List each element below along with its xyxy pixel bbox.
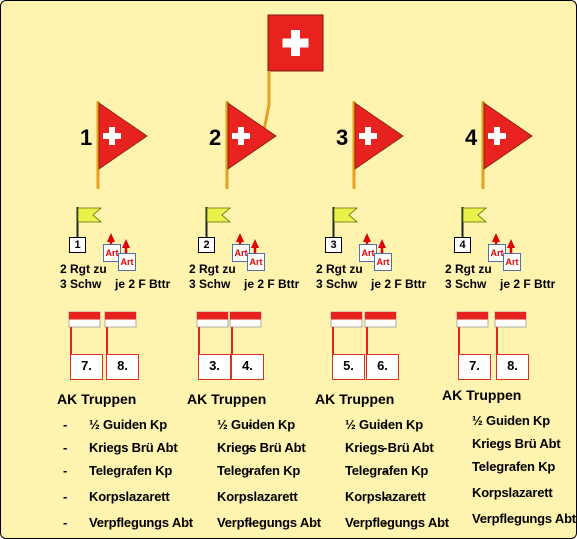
ak-troops-item: Kriegs Brü Abt bbox=[89, 440, 178, 455]
regiments-label: 2 Rgt zu bbox=[189, 262, 236, 276]
ak-troops-title: AK Truppen bbox=[442, 387, 522, 403]
ak-troops-item: ½ Guiden Kp bbox=[345, 417, 423, 432]
division-flag-icon bbox=[494, 311, 527, 354]
regiment-flag-icon bbox=[332, 207, 359, 237]
corps-pennant-icon bbox=[352, 101, 404, 189]
division-box: 7. bbox=[458, 354, 491, 380]
artillery-box: Art bbox=[503, 253, 521, 271]
division-flag-icon bbox=[456, 311, 489, 354]
ak-troops-item: ½ Guiden Kp bbox=[472, 413, 550, 428]
division-flag-icon bbox=[364, 311, 397, 354]
ak-troops-bullet: - bbox=[248, 440, 253, 455]
regiment-number-box: 4 bbox=[454, 237, 471, 253]
ak-troops-bullet: - bbox=[383, 463, 388, 478]
ak-troops-item: Korpslazarett bbox=[472, 485, 553, 500]
ak-troops-item: Telegrafen Kp bbox=[472, 459, 556, 474]
ak-troops-bullet: - bbox=[63, 515, 68, 530]
ak-troops-bullet: - bbox=[63, 463, 68, 478]
ak-troops-item: Kriegs Brü Abt bbox=[345, 440, 434, 455]
ak-troops-item: Kriegs Brü Abt bbox=[217, 440, 306, 455]
batteries-label: je 2 F Bttr bbox=[371, 277, 427, 291]
regiments-label: 2 Rgt zu bbox=[316, 262, 363, 276]
regiment-flag-icon bbox=[461, 207, 488, 237]
ak-troops-bullet: - bbox=[248, 463, 253, 478]
division-flag-icon bbox=[104, 311, 137, 354]
batteries-label: je 2 F Bttr bbox=[115, 277, 171, 291]
batteries-label: je 2 F Bttr bbox=[244, 277, 300, 291]
ak-troops-bullet: - bbox=[248, 515, 253, 530]
artillery-box: Art bbox=[247, 253, 265, 271]
ak-troops-bullet: - bbox=[248, 489, 253, 504]
ak-troops-item: Verpflegungs Abt bbox=[345, 515, 449, 530]
swiss-flag-icon bbox=[259, 14, 324, 146]
division-flag-icon bbox=[330, 311, 363, 354]
artillery-box: Art bbox=[374, 253, 392, 271]
ak-troops-item: Verpflegungs Abt bbox=[472, 511, 576, 526]
squadrons-label: 3 Schw bbox=[316, 277, 358, 291]
corps-pennant-icon bbox=[96, 101, 148, 189]
regiment-number-box: 2 bbox=[198, 237, 215, 253]
ak-troops-item: Verpflegungs Abt bbox=[89, 515, 193, 530]
division-flag-icon bbox=[229, 311, 262, 354]
division-box: 4. bbox=[231, 354, 264, 380]
ak-troops-item: Telegrafen Kp bbox=[345, 463, 429, 478]
ak-troops-item: ½ Guiden Kp bbox=[89, 417, 167, 432]
corps-number: 3 bbox=[336, 125, 349, 150]
ak-troops-bullet: - bbox=[63, 417, 68, 432]
corps-number: 4 bbox=[465, 125, 478, 150]
ak-troops-title: AK Truppen bbox=[315, 391, 395, 407]
ak-troops-bullet: - bbox=[248, 417, 253, 432]
corps-number: 1 bbox=[80, 125, 93, 150]
ak-troops-item: Korpslazarett bbox=[89, 489, 170, 504]
corps-number: 2 bbox=[209, 125, 222, 150]
ak-troops-item: Verpflegungs Abt bbox=[217, 515, 321, 530]
ak-troops-bullet: - bbox=[383, 440, 388, 455]
division-flag-icon bbox=[68, 311, 101, 354]
ak-troops-bullet: - bbox=[383, 489, 388, 504]
ak-troops-bullet: - bbox=[63, 440, 68, 455]
division-box: 3. bbox=[198, 354, 231, 380]
regiment-number-box: 1 bbox=[69, 237, 86, 253]
ak-troops-bullet: - bbox=[383, 417, 388, 432]
ak-troops-item: ½ Guiden Kp bbox=[217, 417, 295, 432]
regiment-flag-icon bbox=[205, 207, 232, 237]
ak-troops-item: Kriegs Brü Abt bbox=[472, 436, 561, 451]
squadrons-label: 3 Schw bbox=[445, 277, 487, 291]
squadrons-label: 3 Schw bbox=[189, 277, 231, 291]
corps-pennant-icon bbox=[481, 101, 533, 189]
division-box: 8. bbox=[496, 354, 529, 380]
batteries-label: je 2 F Bttr bbox=[500, 277, 556, 291]
ak-troops-title: AK Truppen bbox=[187, 391, 267, 407]
division-flag-icon bbox=[196, 311, 229, 354]
division-box: 5. bbox=[332, 354, 365, 380]
ak-troops-item: Telegrafen Kp bbox=[89, 463, 173, 478]
ak-troops-item: Telegrafen Kp bbox=[217, 463, 301, 478]
artillery-box: Art bbox=[118, 253, 136, 271]
ak-troops-title: AK Truppen bbox=[57, 391, 137, 407]
division-box: 7. bbox=[70, 354, 103, 380]
ak-troops-item: Korpslazarett bbox=[345, 489, 426, 504]
squadrons-label: 3 Schw bbox=[60, 277, 102, 291]
corps-pennant-icon bbox=[225, 101, 277, 189]
regiments-label: 2 Rgt zu bbox=[60, 262, 107, 276]
regiment-flag-icon bbox=[76, 207, 103, 237]
regiment-number-box: 3 bbox=[325, 237, 342, 253]
artillery-box: Art bbox=[103, 244, 121, 262]
ak-troops-bullet: - bbox=[383, 515, 388, 530]
artillery-box: Art bbox=[232, 244, 250, 262]
division-box: 8. bbox=[106, 354, 139, 380]
ak-troops-item: Korpslazarett bbox=[217, 489, 298, 504]
ak-troops-bullet: - bbox=[63, 489, 68, 504]
division-box: 6. bbox=[366, 354, 399, 380]
regiments-label: 2 Rgt zu bbox=[445, 262, 492, 276]
